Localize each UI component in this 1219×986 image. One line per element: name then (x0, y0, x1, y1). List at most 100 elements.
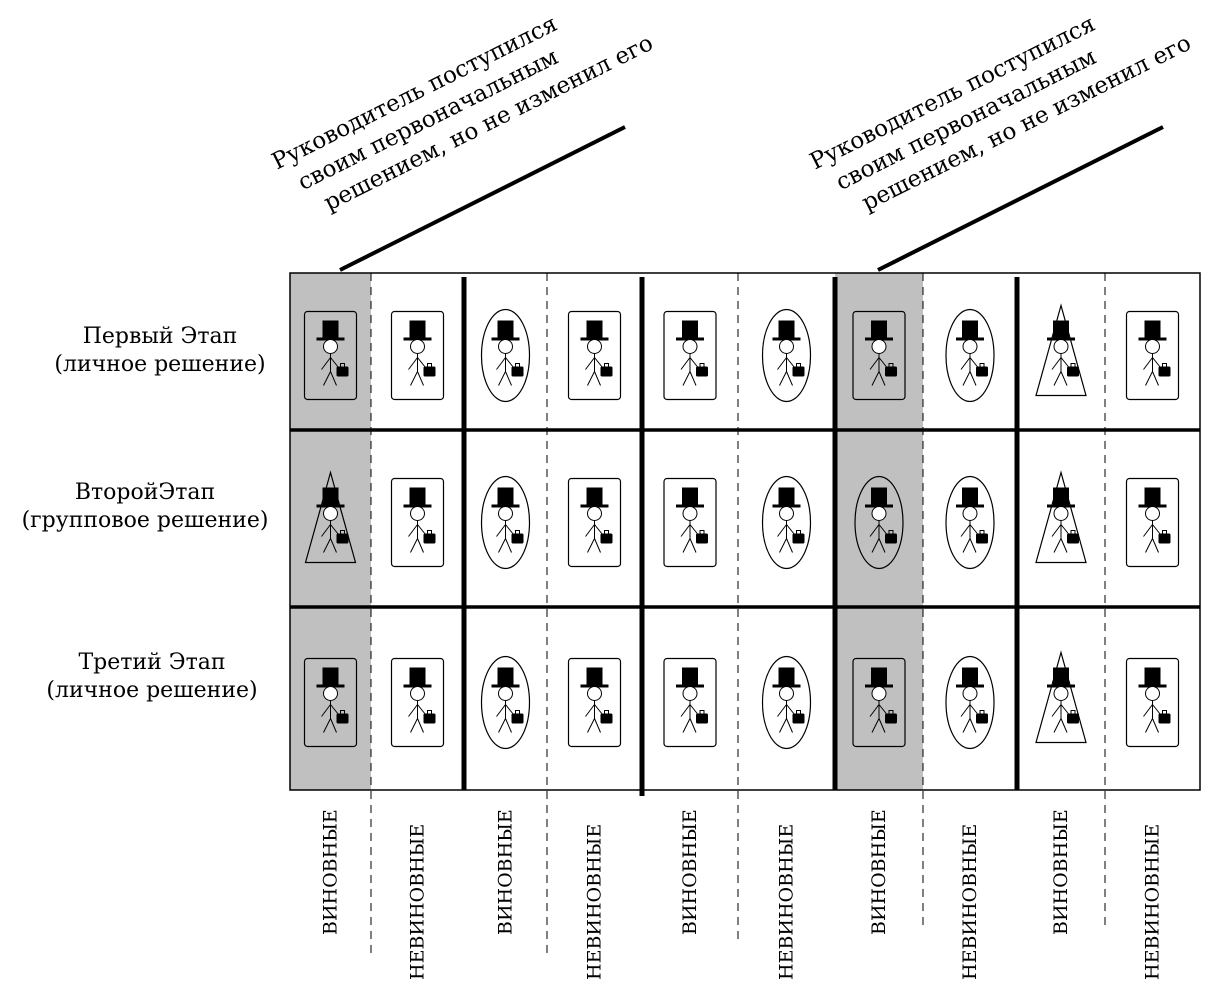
stick-man-top-hat-briefcase-icon (580, 320, 613, 386)
body (869, 700, 888, 733)
briefcase (1067, 533, 1079, 544)
briefcase (696, 366, 708, 377)
briefcase (1067, 366, 1079, 377)
body (496, 700, 514, 733)
cell-figure (663, 657, 717, 748)
head (871, 339, 887, 354)
briefcase (423, 366, 436, 377)
annotation-line (339, 125, 626, 272)
stick-man-top-hat-briefcase-icon (316, 320, 349, 386)
triangle-frame (1035, 650, 1087, 744)
cell-figure (303, 657, 358, 748)
cell-figure (567, 310, 622, 401)
grid-frame (289, 272, 1201, 791)
body (496, 520, 514, 553)
stick-man-top-hat-briefcase-icon (865, 487, 897, 553)
head (498, 339, 513, 354)
briefcase-handle (796, 530, 801, 535)
stick-man-top-hat-briefcase-icon (772, 487, 805, 553)
body (408, 353, 426, 386)
briefcase-handle (1070, 363, 1076, 368)
briefcase-handle (427, 710, 432, 715)
head (1145, 339, 1160, 354)
rectangle-frame (663, 657, 717, 748)
briefcase (511, 366, 524, 377)
cell-figure (945, 655, 995, 750)
cell-figure (390, 310, 445, 401)
stick-man-top-hat-briefcase-icon (956, 487, 988, 553)
ellipse-frame (761, 655, 812, 750)
cell-figure (663, 310, 717, 401)
head (498, 506, 513, 521)
stick-man-top-hat-briefcase-icon (956, 320, 988, 386)
briefcase-handle (427, 530, 432, 535)
stick-man-top-hat-briefcase-icon (403, 667, 436, 733)
row-subtitle: (личное решение) (54, 352, 266, 377)
body (321, 520, 339, 553)
ellipse-frame (480, 308, 531, 403)
head (871, 506, 887, 521)
rectangle-frame (390, 310, 445, 401)
briefcase-handle (340, 363, 345, 368)
ellipse-frame (854, 475, 904, 570)
hat-crown (322, 320, 339, 339)
cell-figure (390, 657, 445, 748)
stick-man-top-hat-briefcase-icon (772, 320, 805, 386)
ellipse-frame (945, 655, 995, 750)
briefcase (600, 366, 613, 377)
body (680, 520, 699, 553)
body (321, 700, 339, 733)
body (869, 520, 888, 553)
head (410, 339, 425, 354)
hat-crown (1053, 487, 1069, 506)
briefcase (336, 713, 349, 724)
briefcase-handle (515, 710, 520, 715)
stick-man-top-hat-briefcase-icon (676, 487, 708, 553)
cell-figure (390, 477, 445, 568)
row-subtitle: (личное решение) (46, 678, 258, 703)
hat-crown (322, 667, 339, 686)
hat-crown (322, 487, 339, 506)
hat-crown (409, 320, 426, 339)
column-label: ВИНОВНЫЕ (320, 809, 342, 935)
row-label-1: Первый Этап (личное решение) (30, 323, 290, 379)
cell-figure (854, 475, 904, 570)
hat-crown (409, 667, 426, 686)
body (585, 353, 603, 386)
briefcase-handle (515, 363, 520, 368)
head (682, 506, 698, 521)
stick-man-top-hat-briefcase-icon (1138, 487, 1171, 553)
head (1053, 339, 1069, 354)
hat-crown (962, 320, 978, 339)
hat-crown (871, 667, 887, 686)
cell-figure (761, 475, 812, 570)
head (1053, 506, 1069, 521)
row-title: Первый Этап (82, 324, 238, 349)
stick-man-top-hat-briefcase-icon (403, 320, 436, 386)
briefcase (1158, 533, 1171, 544)
stick-man-top-hat-briefcase-icon (1138, 667, 1171, 733)
stick-man-top-hat-briefcase-icon (580, 487, 613, 553)
body (960, 353, 979, 386)
briefcase (511, 713, 524, 724)
stick-man-top-hat-briefcase-icon (491, 667, 524, 733)
stick-man-top-hat-briefcase-icon (316, 667, 349, 733)
briefcase-handle (1070, 710, 1076, 715)
hat-crown (682, 667, 698, 686)
column-label: НЕВИНОВНЫЕ (959, 824, 981, 980)
cell-figure (567, 657, 622, 748)
head (682, 686, 698, 701)
body (585, 700, 603, 733)
briefcase (1067, 713, 1079, 724)
hat-crown (409, 487, 426, 506)
stick-man-top-hat-briefcase-icon (676, 667, 708, 733)
head (323, 339, 338, 354)
stick-man-top-hat-briefcase-icon (772, 667, 805, 733)
stick-man-top-hat-briefcase-icon (865, 667, 897, 733)
body (960, 700, 979, 733)
body (408, 700, 426, 733)
stick-man-top-hat-briefcase-icon (956, 667, 988, 733)
body (1143, 353, 1161, 386)
